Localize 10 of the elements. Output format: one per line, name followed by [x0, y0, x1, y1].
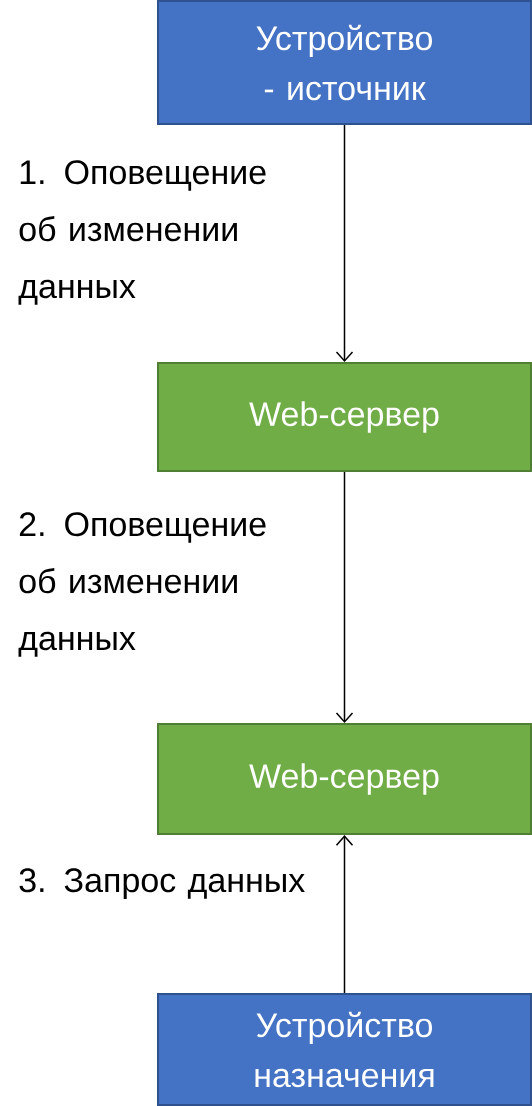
arrow: [335, 835, 354, 994]
process-box: Web-сервер: [157, 362, 532, 472]
arrow: [335, 124, 354, 362]
edge-label: 2. Оповещение об изменении данных: [18, 512, 266, 657]
process-box: Устройство - источник: [157, 0, 532, 125]
edge-label: 3. Запрос данных: [19, 868, 305, 899]
edge-label: 1. Оповещение об изменении данных: [18, 160, 266, 305]
arrow: [335, 471, 354, 723]
process-box: Устройство назначения: [157, 993, 532, 1106]
process-box: Web-сервер: [157, 723, 532, 835]
